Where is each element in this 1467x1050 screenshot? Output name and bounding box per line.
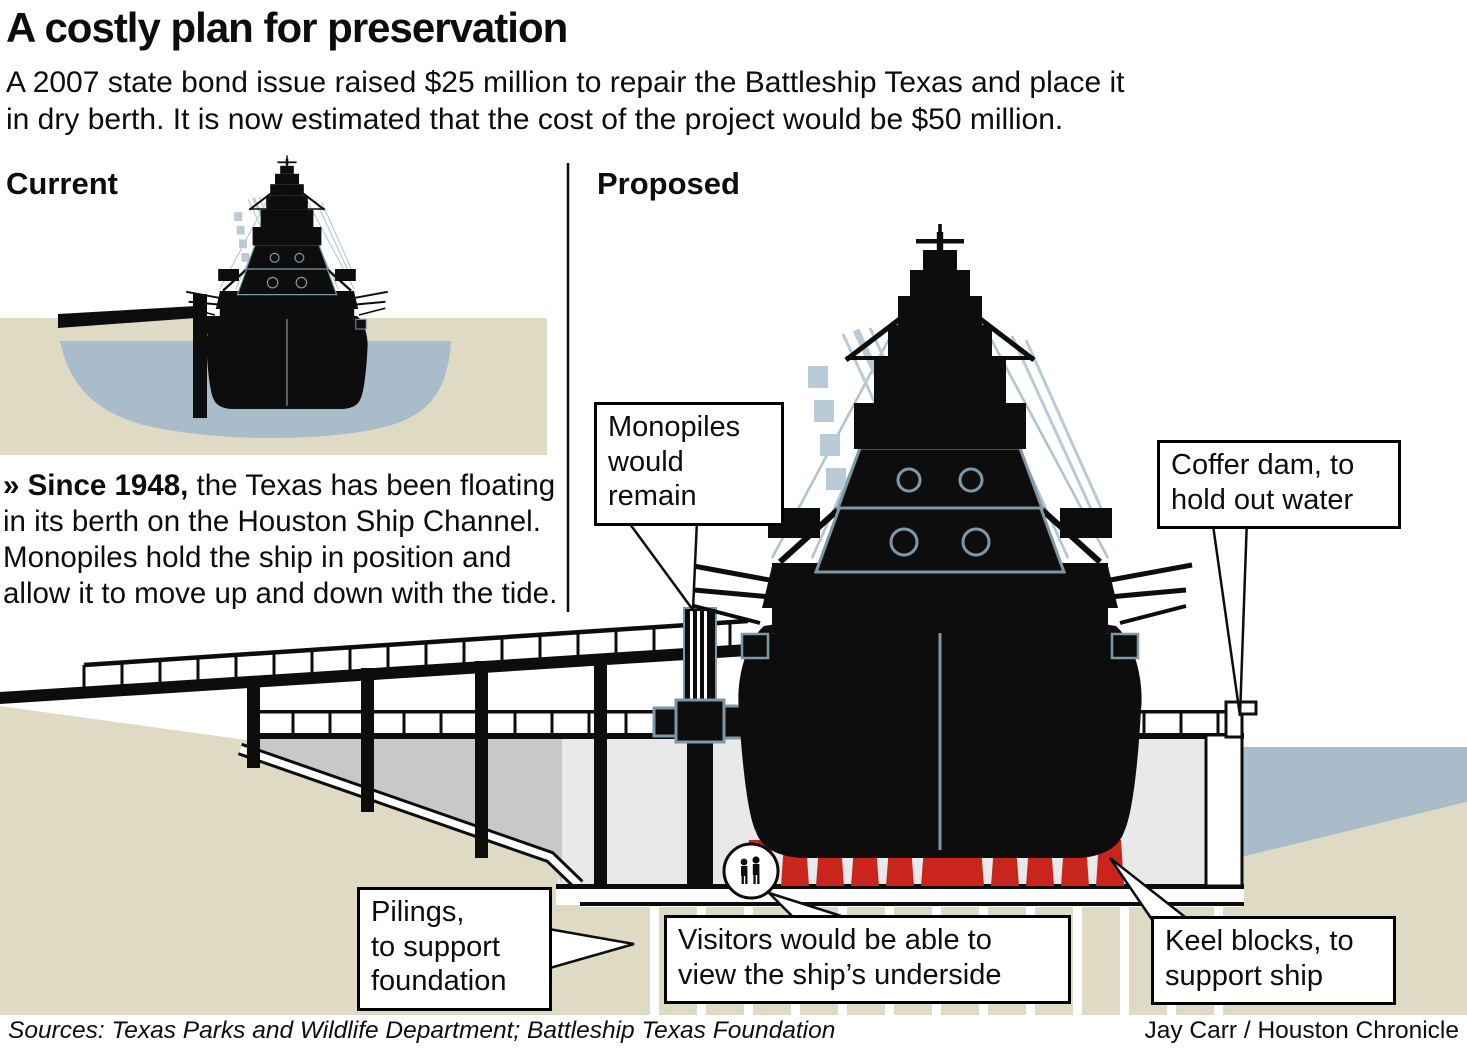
note-lead: » Since 1948,: [3, 469, 189, 502]
current-monopile: [58, 294, 223, 418]
subtitle-line: in dry berth. It is now estimated that t…: [6, 103, 1064, 136]
callout-line: foundation: [371, 965, 507, 997]
proposed-ship: [688, 224, 1192, 858]
basin-floor-line: [556, 884, 1244, 889]
sources-credit: Sources: Texas Parks and Wildlife Depart…: [8, 1017, 836, 1044]
page-subtitle: A 2007 state bond issue raised $25 milli…: [6, 64, 1124, 138]
callout-line: support ship: [1165, 959, 1323, 992]
visitors-viewport: [722, 842, 780, 900]
note-body: the Texas has been floating in its berth…: [3, 469, 558, 610]
entrance-ramp: [0, 618, 749, 704]
subtitle-line: A 2007 state bond issue raised $25 milli…: [6, 66, 1125, 99]
callout-line: would: [608, 445, 684, 478]
basin-floor-slab: [556, 889, 1244, 905]
current-scene: [0, 153, 547, 455]
callout-line: remain: [608, 480, 697, 512]
artist-credit: Jay Carr / Houston Chronicle: [1144, 1017, 1459, 1044]
callout-line: Keel blocks, to: [1165, 925, 1354, 957]
callout-coffer-dam: Coffer dam, to hold out water: [1157, 440, 1401, 529]
coffer-dam-leader: [1210, 516, 1249, 717]
coffer-dam: [1224, 700, 1258, 739]
ramp-handrail: [83, 618, 749, 668]
callout-line: hold out water: [1171, 483, 1354, 516]
retaining-band: [238, 745, 582, 888]
current-section-label: Current: [6, 166, 118, 201]
current-ship: [184, 153, 390, 411]
proposed-monopile: [652, 607, 750, 888]
callout-monopiles: Monopiles would remain: [594, 402, 784, 526]
callout-line: Monopiles: [608, 411, 741, 443]
ramp-railing-posts: [82, 622, 732, 689]
callout-line: Visitors would be able to: [678, 924, 992, 956]
since-1948-note: » Since 1948, the Texas has been floatin…: [3, 468, 563, 612]
proposed-section-label: Proposed: [597, 166, 740, 201]
monopiles-leader: [624, 518, 699, 614]
page-title: A costly plan for preservation: [6, 4, 568, 51]
foundation-pilings: [247, 654, 607, 886]
ramp-deck: [0, 644, 748, 704]
callout-visitors: Visitors would be able to view the ship’…: [664, 915, 1071, 1004]
callout-line: view the ship’s underside: [678, 958, 1002, 991]
callout-leaders: [541, 516, 1249, 972]
callout-line: Pilings,: [371, 896, 465, 928]
right-water: [1242, 747, 1467, 857]
callout-pilings: Pilings, to support foundation: [357, 887, 552, 1011]
visitor-figures: [740, 856, 760, 884]
callout-keel-blocks: Keel blocks, to support ship: [1151, 916, 1396, 1005]
basin-right-wall: [1204, 733, 1244, 888]
callout-line: Coffer dam, to: [1171, 449, 1355, 481]
callout-line: to support: [371, 930, 500, 963]
